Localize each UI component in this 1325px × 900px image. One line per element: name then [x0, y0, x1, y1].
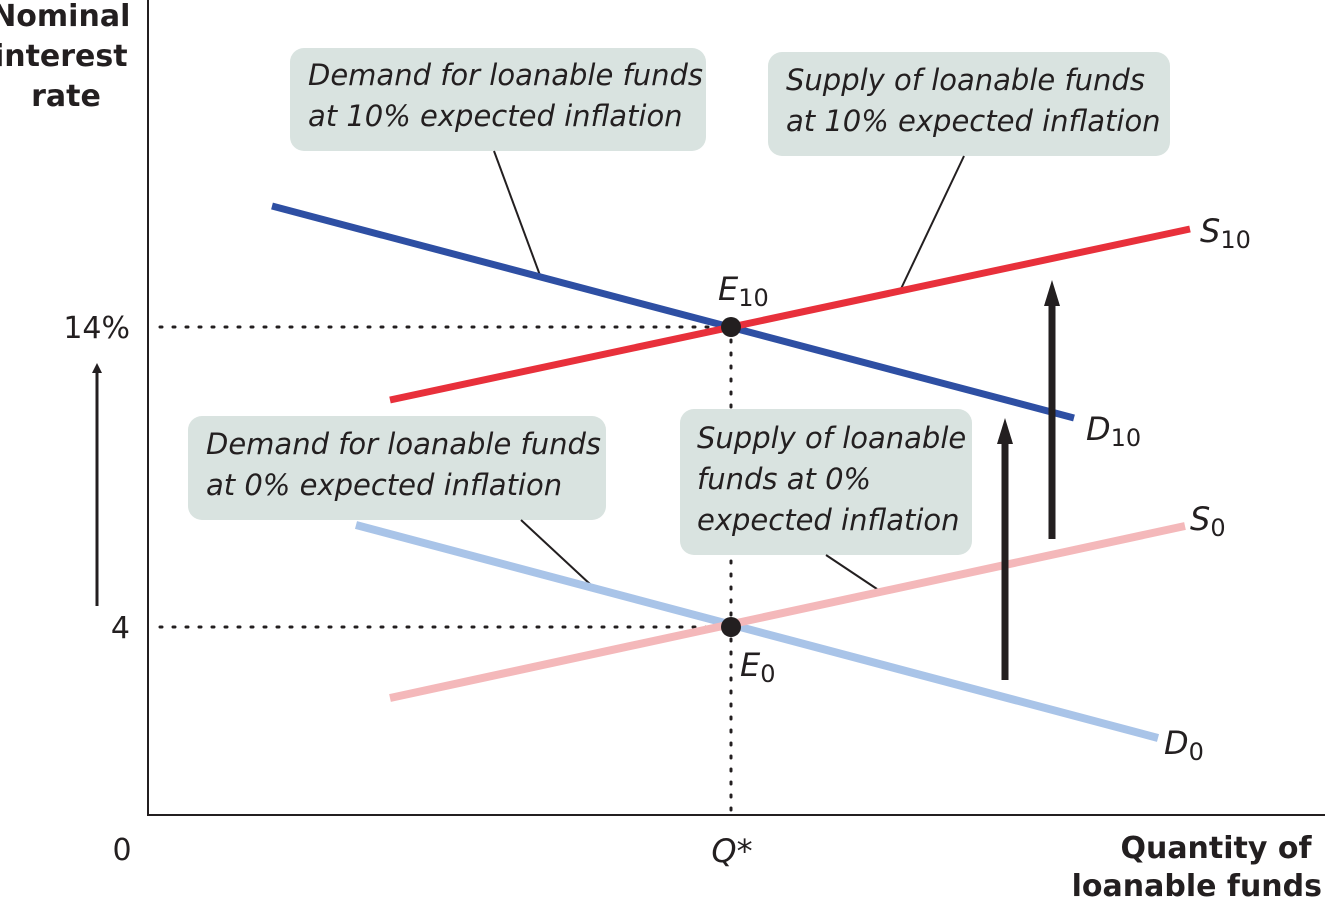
callout-demand-10: Demand for loanable funds at 10% expecte… [290, 48, 712, 151]
callout-supply-10: Supply of loanable funds at 10% expected… [768, 52, 1170, 156]
origin-label: 0 [112, 833, 131, 868]
label-s0: S0 [1190, 500, 1226, 542]
label-d0: D0 [1164, 724, 1204, 766]
shift-arrow-right-head [1044, 280, 1060, 306]
shift-arrow-left-head [997, 418, 1013, 444]
x-tick-qstar: Q* [711, 832, 752, 870]
svg-text:Demand for loanable funds: Demand for loanable funds at 0% expected… [206, 427, 610, 502]
supply-curve-0 [389, 522, 1186, 702]
y-tick-14: 14% [63, 311, 130, 346]
svg-text:Supply of loanable funds: Supply of loanable funds at 10% expected… [786, 63, 1161, 138]
supply-curve-10 [389, 225, 1191, 404]
demand-curve-0 [354, 521, 1160, 742]
equilibrium-point-0 [721, 617, 741, 637]
svg-text:Demand for loanable funds: Demand for loanable funds at 10% expecte… [308, 58, 712, 133]
y-axis-title: Nominal interest rate [0, 0, 141, 114]
leader-supply-0 [825, 554, 878, 590]
callout-supply-0: Supply of loanable funds at 0% expected … [680, 409, 975, 555]
svg-text:Supply of loanable funds: Supply of loanable funds at 0% expected … [697, 421, 975, 537]
label-e0: E0 [740, 646, 776, 688]
label-s10: S10 [1200, 212, 1251, 254]
label-e10: E10 [718, 270, 769, 312]
y-tick-4: 4 [111, 611, 130, 646]
equilibrium-point-10 [721, 317, 741, 337]
x-axis-title: Quantity of loanable funds [1072, 831, 1322, 900]
label-d10: D10 [1086, 410, 1141, 452]
callout-demand-0: Demand for loanable funds at 0% expected… [188, 416, 610, 520]
demand-curve-10 [271, 202, 1075, 422]
leader-demand-10 [493, 150, 542, 279]
leader-demand-0 [520, 519, 592, 586]
leader-supply-10 [898, 155, 965, 294]
